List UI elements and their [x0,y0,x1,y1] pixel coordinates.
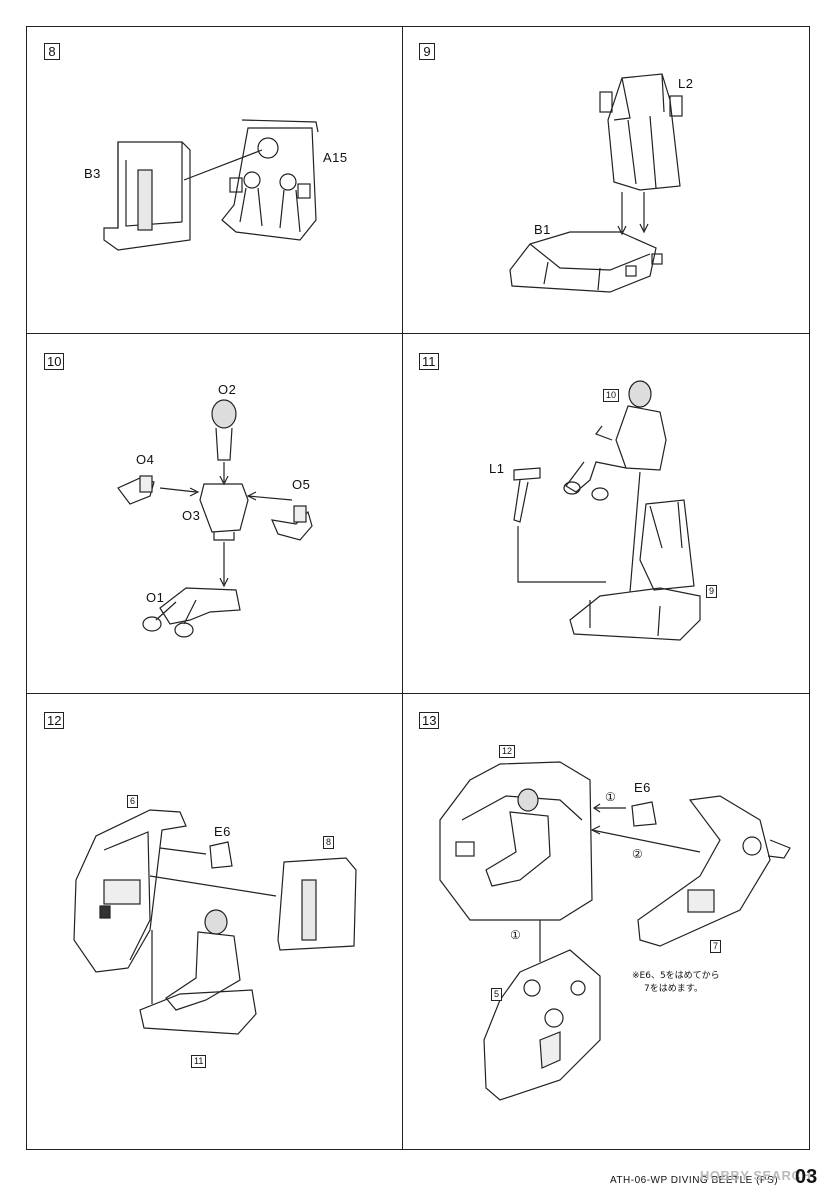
assembly-note: ※E6、5をはめてから 7をはめます。 [632,970,720,996]
part-label-o2: O2 [218,382,237,397]
part-label-o4: O4 [136,452,155,467]
part-label-l2: L2 [678,76,694,91]
step-10-number: 10 [44,353,65,370]
row-divider-1 [26,333,810,334]
ref-tag-7: 7 [710,940,722,953]
part-label-o1: O1 [146,590,165,605]
order-marker-1-bottom: ① [510,928,522,942]
part-label-o5: O5 [292,477,311,492]
instruction-sheet-frame [26,26,810,1150]
part-label-a15: A15 [323,150,348,165]
step-11-number: 11 [419,353,439,370]
step-8-number: 8 [44,43,60,60]
ref-tag-5: 5 [491,988,503,1001]
part-label-e6-step13: E6 [634,780,651,795]
ref-tag-6: 6 [127,795,139,808]
ref-tag-10: 10 [603,389,620,402]
footer-page-number: 03 [795,1166,818,1188]
assembly-note-line-1: ※E6、5をはめてから [632,971,720,981]
part-label-o3: O3 [182,508,201,523]
footer-model-code: ATH-06-WP DIVING BEETLE (PS) [610,1175,779,1186]
order-marker-1-top: ① [605,790,617,804]
part-label-l1: L1 [489,461,505,476]
step-12-number: 12 [44,712,65,729]
row-divider-2 [26,693,810,694]
ref-tag-11: 11 [191,1055,207,1068]
assembly-note-line-2: 7をはめます。 [644,984,703,994]
ref-tag-12: 12 [499,745,516,758]
footer-watermark: HOBBY SEARCH [700,1168,812,1183]
step-9-number: 9 [419,43,435,60]
part-label-e6-step12: E6 [214,824,231,839]
order-marker-2: ② [632,847,644,861]
column-divider [402,26,403,1150]
part-label-b1: B1 [534,222,551,237]
ref-tag-9: 9 [706,585,718,598]
part-label-b3: B3 [84,166,101,181]
step-13-number: 13 [419,712,440,729]
ref-tag-8: 8 [323,836,335,849]
